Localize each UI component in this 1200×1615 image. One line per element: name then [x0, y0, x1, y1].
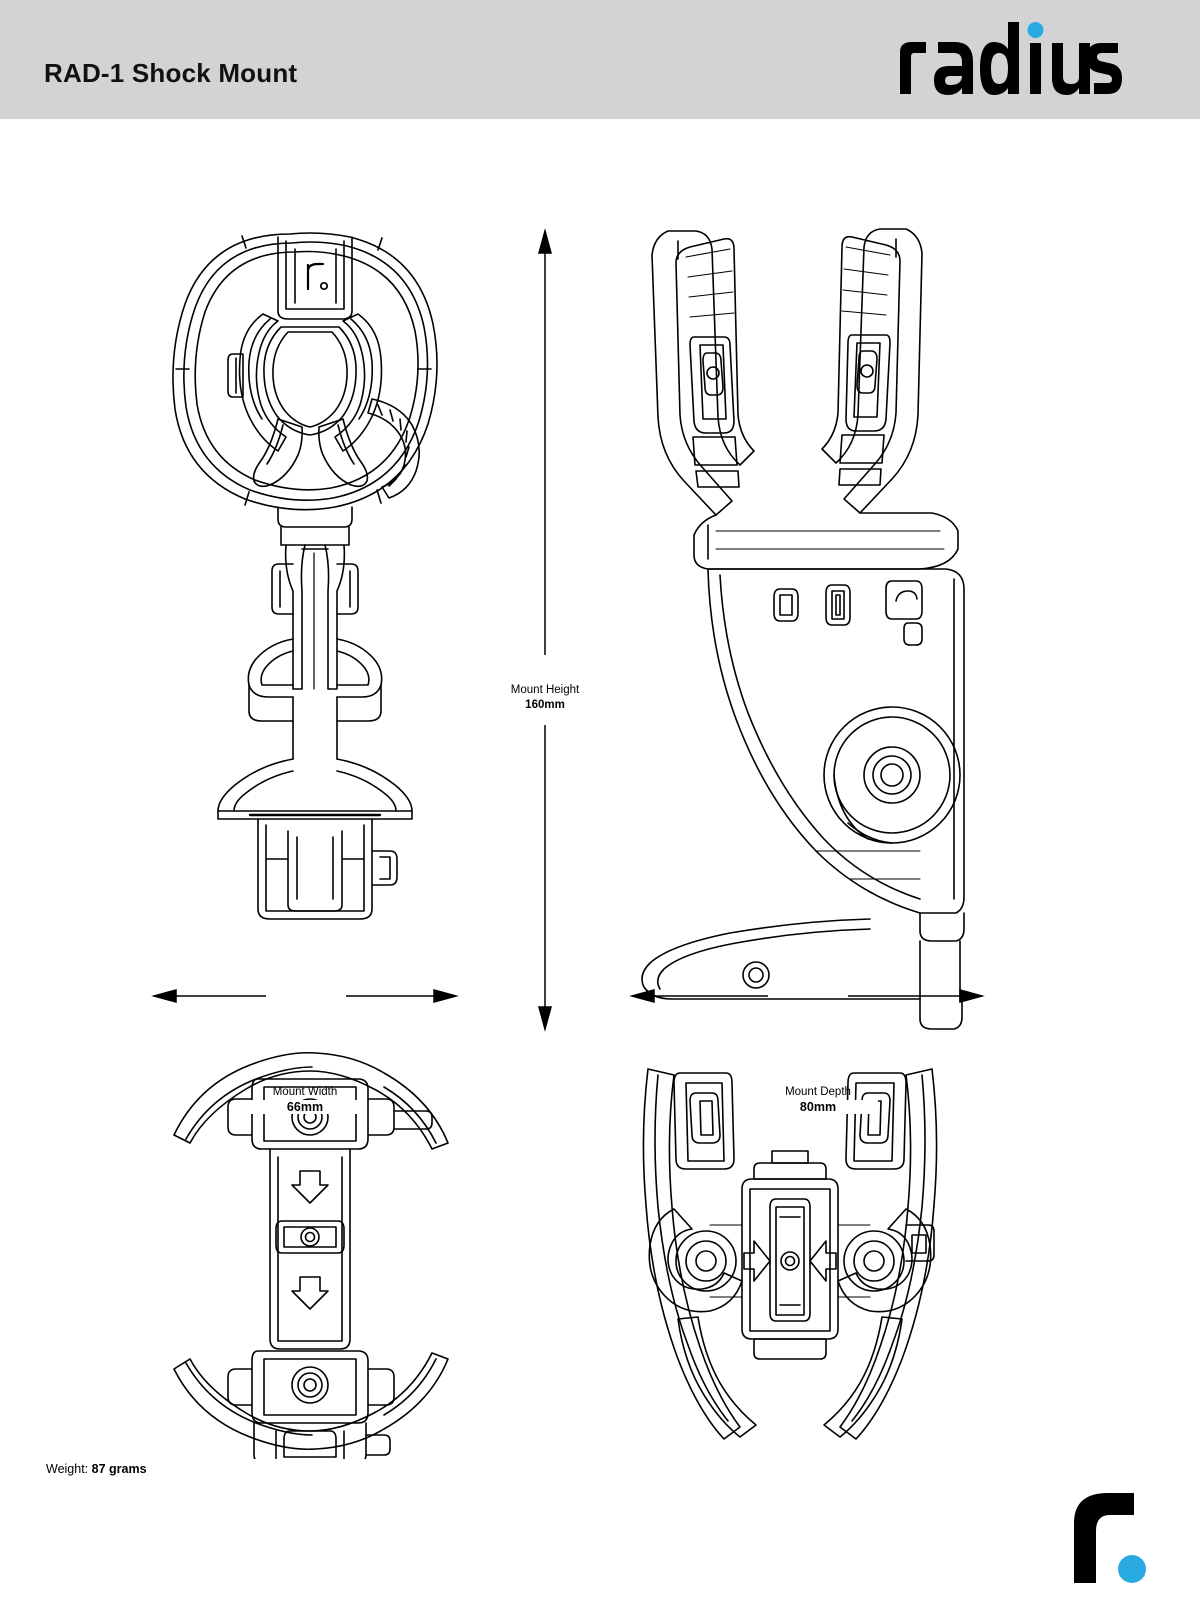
- product-view-rear: [642, 1068, 938, 1440]
- weight-label: Weight:: [46, 1462, 89, 1476]
- footer-accent-dot: [1118, 1555, 1146, 1583]
- drawing-sheet: Mount Height 160mm Mount Width 66mm Moun…: [0, 119, 1200, 1615]
- dimension-value-mount-width: 66mm: [245, 1100, 365, 1114]
- product-view-bottom: [173, 1051, 449, 1459]
- weight-value: 87 grams: [91, 1462, 147, 1476]
- dimension-value-mount-depth: 80mm: [758, 1100, 878, 1114]
- dimension-value-mount-height: 160mm: [525, 699, 565, 711]
- product-view-side: [641, 228, 965, 1030]
- dimension-label-mount-height: Mount Height 160mm: [455, 681, 635, 715]
- dimension-name-mount-depth: Mount Depth: [785, 1086, 851, 1098]
- header-band: [0, 0, 1200, 119]
- dimension-name-mount-width: Mount Width: [272, 1086, 338, 1098]
- dimension-label-mount-width: Mount Width: [215, 1085, 395, 1100]
- brand-logo-radius: [892, 22, 1122, 102]
- radius-wordmark-svg: [900, 22, 1122, 95]
- footer-brand-mark: [1056, 1483, 1152, 1587]
- page-title: RAD-1 Shock Mount: [44, 58, 298, 88]
- dimension-line-depth: [629, 989, 985, 1003]
- dimension-label-mount-depth: Mount Depth: [728, 1085, 908, 1100]
- footer-r-mark-svg: [1074, 1493, 1146, 1583]
- product-view-front: [172, 232, 438, 920]
- dimension-line-width: [151, 989, 459, 1003]
- radius-accent-dot: [1027, 22, 1044, 38]
- dimension-line-height: [538, 228, 552, 1032]
- dimension-name-mount-height: Mount Height: [510, 684, 580, 696]
- weight-spec: Weight: 87 grams: [46, 1462, 147, 1476]
